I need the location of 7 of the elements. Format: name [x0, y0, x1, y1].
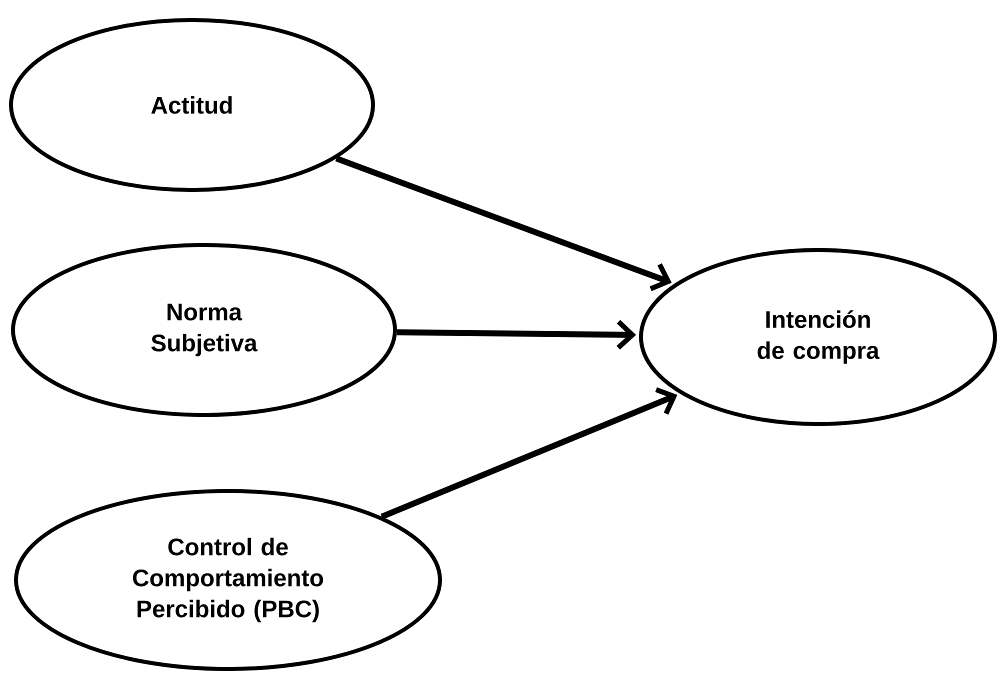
ellipse-node: Actitud	[9, 18, 375, 192]
arrow	[396, 320, 636, 350]
arrow	[380, 387, 678, 520]
ellipse-node: Intención de compra	[639, 248, 998, 426]
arrow	[335, 156, 672, 292]
ellipse-node: Norma Subjetiva	[11, 243, 397, 417]
ellipse-node: Control de Comportamiento Percibido (PBC)	[14, 489, 442, 671]
